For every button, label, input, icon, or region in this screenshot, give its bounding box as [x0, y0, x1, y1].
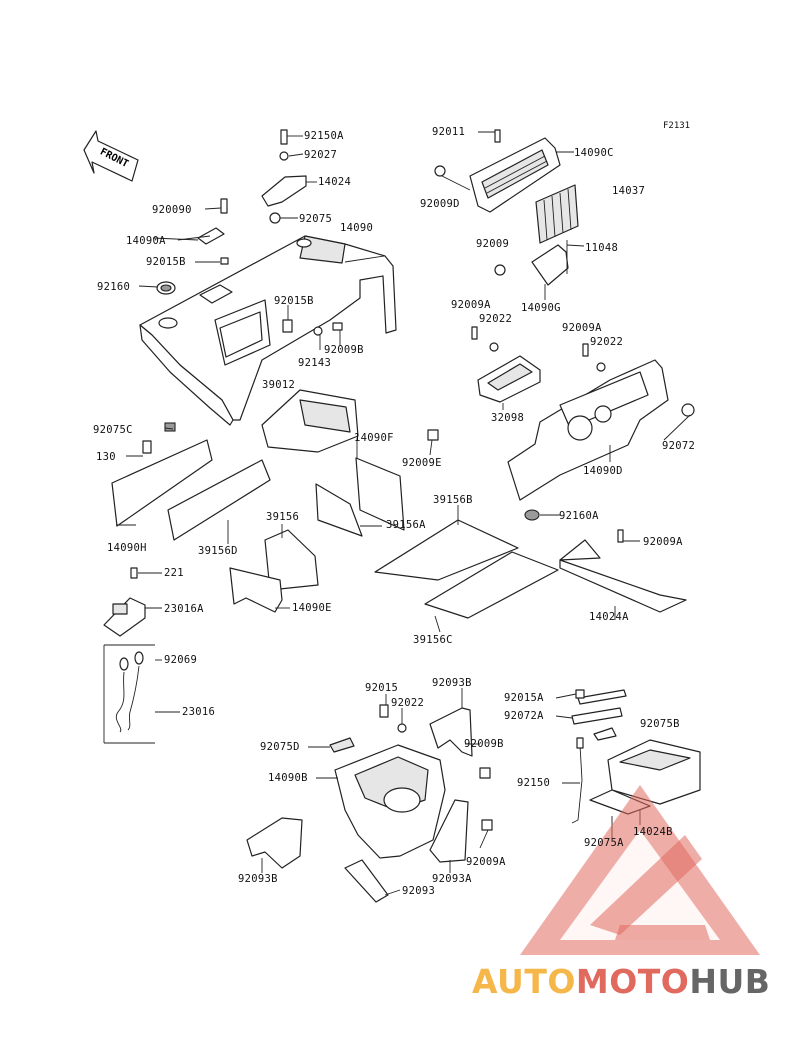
part-label: 92022 — [590, 336, 624, 348]
plate-14090A — [156, 198, 343, 336]
part-label: 14024 — [318, 176, 352, 188]
part-label: 14090G — [521, 302, 561, 314]
front-cover-14090 — [139, 235, 397, 426]
part-label: 92015A — [504, 692, 544, 704]
watermark-logo-icon — [520, 785, 760, 955]
part-label: 92022 — [479, 313, 513, 325]
part-label: 130 — [96, 451, 116, 463]
part-label: 92009D — [420, 198, 460, 210]
bracket-92093A — [429, 799, 493, 863]
part-label: 14037 — [612, 185, 646, 197]
part-label: 23016A — [164, 603, 204, 615]
part-label: 39156A — [386, 519, 426, 531]
part-label: 39156 — [266, 511, 300, 523]
pads-39156B-C — [374, 519, 559, 619]
front-arrow-icon: FRONT — [83, 130, 139, 182]
part-label: 92075 — [299, 213, 333, 225]
part-label: 14024A — [589, 611, 629, 623]
part-label: 92072 — [662, 440, 696, 452]
part-label: 92075D — [260, 741, 300, 753]
part-label: 14090F — [354, 432, 394, 444]
part-label: 23016 — [182, 706, 216, 718]
bracket-92093 — [344, 859, 389, 903]
bracket-14090G — [494, 240, 569, 286]
rod-92150 — [571, 737, 584, 824]
pad-92075D — [329, 737, 355, 753]
part-label: 221 — [164, 567, 184, 579]
part-label: 92160A — [559, 510, 599, 522]
part-label: 92075B — [640, 718, 680, 730]
part-label: 14090C — [574, 147, 614, 159]
part-label: 92015B — [146, 256, 186, 268]
figure-ref-code: F2131 — [663, 121, 691, 131]
part-label: 92015B — [274, 295, 314, 307]
nut-92160A — [524, 509, 540, 521]
filter-14037 — [535, 184, 579, 244]
panel-14090H — [111, 422, 213, 527]
part-label: 92009A — [562, 322, 602, 334]
part-label: 92075C — [93, 424, 133, 436]
part-label: 14090 — [340, 222, 374, 234]
part-label: 92009B — [324, 344, 364, 356]
part-label: 92075A — [584, 837, 624, 849]
switch-23016A — [103, 567, 146, 637]
part-label: 92009A — [466, 856, 506, 868]
watermark-part-hub: HUB — [689, 962, 771, 1001]
part-label: 92072A — [504, 710, 544, 722]
panel-14090F — [355, 429, 439, 531]
panel-39156D — [167, 459, 271, 541]
grille-14090C — [434, 129, 561, 213]
part-label: 39156B — [433, 494, 473, 506]
part-label: 92143 — [298, 357, 332, 369]
part-label: 92093B — [432, 677, 472, 689]
part-label: 14090H — [107, 542, 147, 554]
part-label: 92093B — [238, 873, 278, 885]
part-label: 39156D — [198, 545, 238, 557]
part-label: 14024B — [633, 826, 673, 838]
bracket-92093B-upper — [429, 707, 491, 779]
frame-14024A — [559, 529, 687, 613]
part-label: 92011 — [432, 126, 466, 138]
part-label: 92009A — [643, 536, 683, 548]
part-label: 92009 — [476, 238, 510, 250]
duct-39012 — [261, 389, 359, 453]
part-label: 92022 — [391, 697, 425, 709]
part-label: 11048 — [585, 242, 619, 254]
part-label: 14090E — [292, 602, 332, 614]
watermark-part-moto: MOTO — [575, 962, 690, 1001]
part-label: 92009B — [464, 738, 504, 750]
pad-92075B — [593, 727, 617, 741]
strap-92072A — [571, 689, 627, 725]
bracket-32098 — [471, 326, 606, 403]
watermark-part-auto: AUTO — [472, 962, 576, 1001]
panel-14090D — [507, 359, 695, 501]
pad-39156A — [315, 483, 363, 537]
watermark-text: AUTOMOTOHUB — [472, 962, 770, 1001]
part-label: 92069 — [164, 654, 198, 666]
part-label: 920090 — [152, 204, 192, 216]
part-label: 39012 — [262, 379, 296, 391]
tray-14090B — [334, 704, 446, 859]
part-label: 14090D — [583, 465, 623, 477]
part-label: 14090B — [268, 772, 308, 784]
part-label: 92009A — [451, 299, 491, 311]
part-label: 92150 — [517, 777, 551, 789]
bracket-14024 — [261, 129, 307, 224]
part-label: 92150A — [304, 130, 344, 142]
part-label: 92015 — [365, 682, 399, 694]
part-label: 39156C — [413, 634, 453, 646]
part-label: 92027 — [304, 149, 338, 161]
part-label: 32098 — [491, 412, 525, 424]
panel-14090E — [229, 567, 283, 613]
part-label: 14090A — [126, 235, 166, 247]
part-label: 92160 — [97, 281, 131, 293]
bracket-92093B-lower — [246, 817, 303, 869]
part-label: 92093A — [432, 873, 472, 885]
part-label: 92009E — [402, 457, 442, 469]
harness-23016 — [103, 644, 155, 744]
part-label: 92093 — [402, 885, 436, 897]
